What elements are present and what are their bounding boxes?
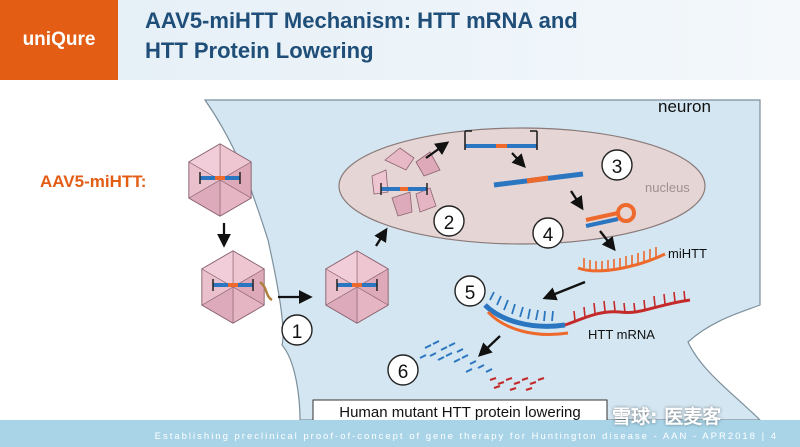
receptor-stalk xyxy=(259,281,273,302)
capsid-binding xyxy=(200,249,266,325)
title-line-2: HTT Protein Lowering xyxy=(145,38,374,63)
step-2-label: 2 xyxy=(444,213,455,234)
mihtt-strand xyxy=(577,247,666,273)
step-1: 1 xyxy=(281,314,313,346)
episomal-dna xyxy=(464,130,538,150)
title-line-1: AAV5-miHTT Mechanism: HTT mRNA and xyxy=(145,8,578,33)
step-2: 2 xyxy=(433,205,465,237)
step-4: 4 xyxy=(532,217,564,249)
step-3-label: 3 xyxy=(612,157,623,178)
htt-mrna-label: HTT mRNA xyxy=(588,327,655,342)
primary-transcript xyxy=(493,171,584,188)
step-4-label: 4 xyxy=(543,225,554,246)
degraded-mrna-fragments xyxy=(419,340,545,391)
header-band xyxy=(118,0,800,80)
step-6: 6 xyxy=(387,354,419,386)
pathway-arrows xyxy=(217,141,616,357)
uniqure-logo: uniQure xyxy=(0,0,118,80)
hairpin-precursor xyxy=(585,203,636,228)
step-5: 5 xyxy=(454,275,486,307)
step-5-label: 5 xyxy=(465,283,476,304)
aav-label: AAV5-miHTT: xyxy=(40,172,146,191)
uncoating-capsid xyxy=(371,147,441,217)
step-3: 3 xyxy=(601,149,633,181)
neuron-label: neuron xyxy=(658,97,711,116)
footer-text: Establishing preclinical proof-of-concep… xyxy=(154,431,778,442)
page-title: AAV5-miHTT Mechanism: HTT mRNA and HTT P… xyxy=(145,6,785,66)
watermark: 雪球: 医麦客 xyxy=(612,406,722,428)
caption-text: Human mutant HTT protein lowering xyxy=(339,404,581,421)
risc-mrna-complex xyxy=(483,290,691,336)
footer-bar xyxy=(0,420,800,447)
logo-text: uniQure xyxy=(22,29,96,50)
nucleus-label: nucleus xyxy=(645,180,690,195)
mihtt-label: miHTT xyxy=(668,246,707,261)
step-6-label: 6 xyxy=(398,362,409,383)
step-1-label: 1 xyxy=(292,322,303,343)
